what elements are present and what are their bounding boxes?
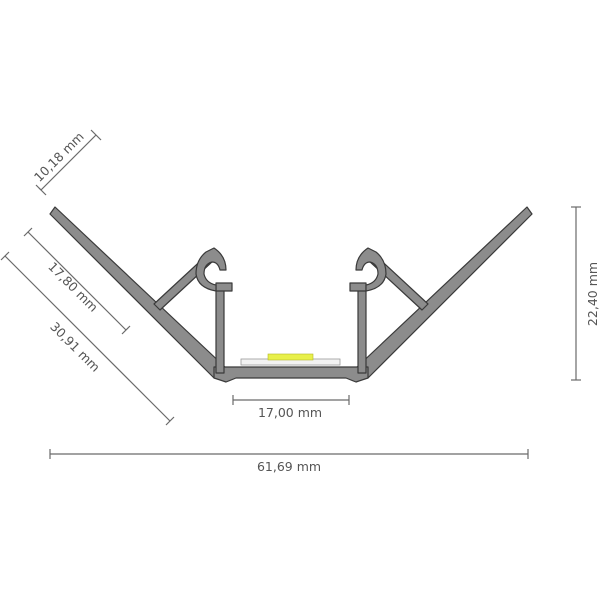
left-clip	[195, 247, 227, 292]
base-plate	[213, 366, 369, 383]
label-mid-leg: 17,80 mm	[45, 259, 101, 315]
dimension-lines	[0, 129, 581, 459]
right-inner-lip	[349, 282, 367, 292]
dim-long-leg-tick-start	[0, 251, 10, 261]
left-inner-wall	[215, 284, 225, 374]
led-chip	[267, 353, 314, 361]
right-inner-wall	[357, 284, 367, 374]
dim-top-leg-tick-end	[90, 129, 102, 141]
dim-top-leg-line	[40, 134, 97, 191]
dim-long-leg-line	[4, 255, 171, 422]
label-long-leg: 30,91 mm	[47, 319, 103, 375]
dim-mid-leg-tick-end	[121, 325, 131, 335]
label-total-width: 61,69 mm	[257, 459, 321, 474]
right-wing	[355, 206, 533, 379]
label-bottom-width: 17,00 mm	[258, 405, 322, 420]
label-top-leg: 10,18 mm	[31, 129, 87, 185]
left-inner-lip	[215, 282, 233, 292]
right-clip	[355, 247, 387, 292]
dim-mid-leg-tick-start	[23, 227, 33, 237]
dim-mid-leg-line	[27, 231, 127, 331]
dimension-labels: 10,18 mm 17,80 mm 30,91 mm 17,00 mm 61,6…	[31, 129, 600, 474]
label-height: 22,40 mm	[585, 262, 600, 326]
aluminium-profile	[49, 206, 533, 383]
dim-long-leg-tick-end	[165, 416, 175, 426]
dim-top-leg-tick-start	[35, 184, 47, 196]
